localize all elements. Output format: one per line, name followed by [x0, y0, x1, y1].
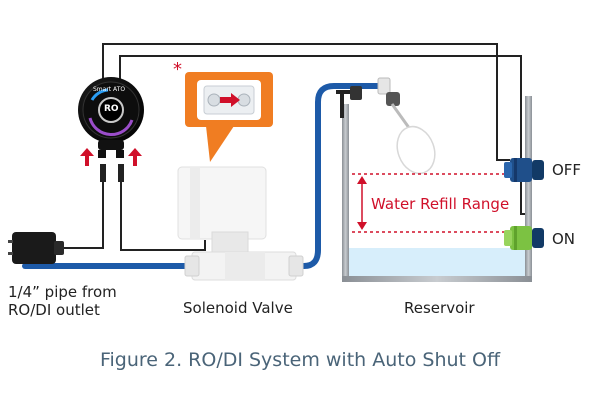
- controller-brand-text: Smart ATO: [93, 86, 126, 93]
- on-sensor: [504, 226, 544, 250]
- label-water-refill-range: Water Refill Range: [371, 195, 510, 213]
- label-solenoid-valve: Solenoid Valve: [183, 299, 293, 317]
- figure-caption: Figure 2. RO/DI System with Auto Shut Of…: [99, 349, 501, 371]
- label-pipe-line2: RO/DI outlet: [8, 301, 100, 319]
- range-arrow-head-up: [357, 176, 367, 184]
- power-adapter: [8, 232, 64, 264]
- smart-ato-controller: [78, 77, 144, 182]
- highlight-asterisk: *: [173, 59, 182, 80]
- signal-arrows: [80, 148, 142, 166]
- wire-power: [62, 180, 104, 249]
- float-switch: [377, 77, 436, 175]
- refill-range: [352, 173, 515, 233]
- range-arrow-head-down: [357, 222, 367, 230]
- label-sensor-off: OFF: [552, 161, 582, 179]
- solenoid-callout: [185, 72, 273, 162]
- wire-solenoid: [120, 180, 206, 251]
- wire-on-sensor: [119, 55, 522, 150]
- solenoid-valve: [177, 166, 304, 281]
- label-pipe-line1: 1/4” pipe from: [8, 283, 117, 301]
- outlet-nozzle: [336, 86, 362, 118]
- wire-off-sensor: [102, 43, 510, 161]
- water-tube: [22, 83, 383, 269]
- arrow-up-right: [128, 148, 142, 166]
- off-sensor: [504, 158, 544, 182]
- label-sensor-on: ON: [552, 230, 576, 248]
- controller-logo-text: RO: [104, 104, 119, 114]
- wires: [62, 43, 528, 251]
- reservoir: [342, 96, 532, 282]
- tube-outlet: [295, 83, 383, 269]
- arrow-up-left: [80, 148, 94, 166]
- label-reservoir: Reservoir: [404, 299, 475, 317]
